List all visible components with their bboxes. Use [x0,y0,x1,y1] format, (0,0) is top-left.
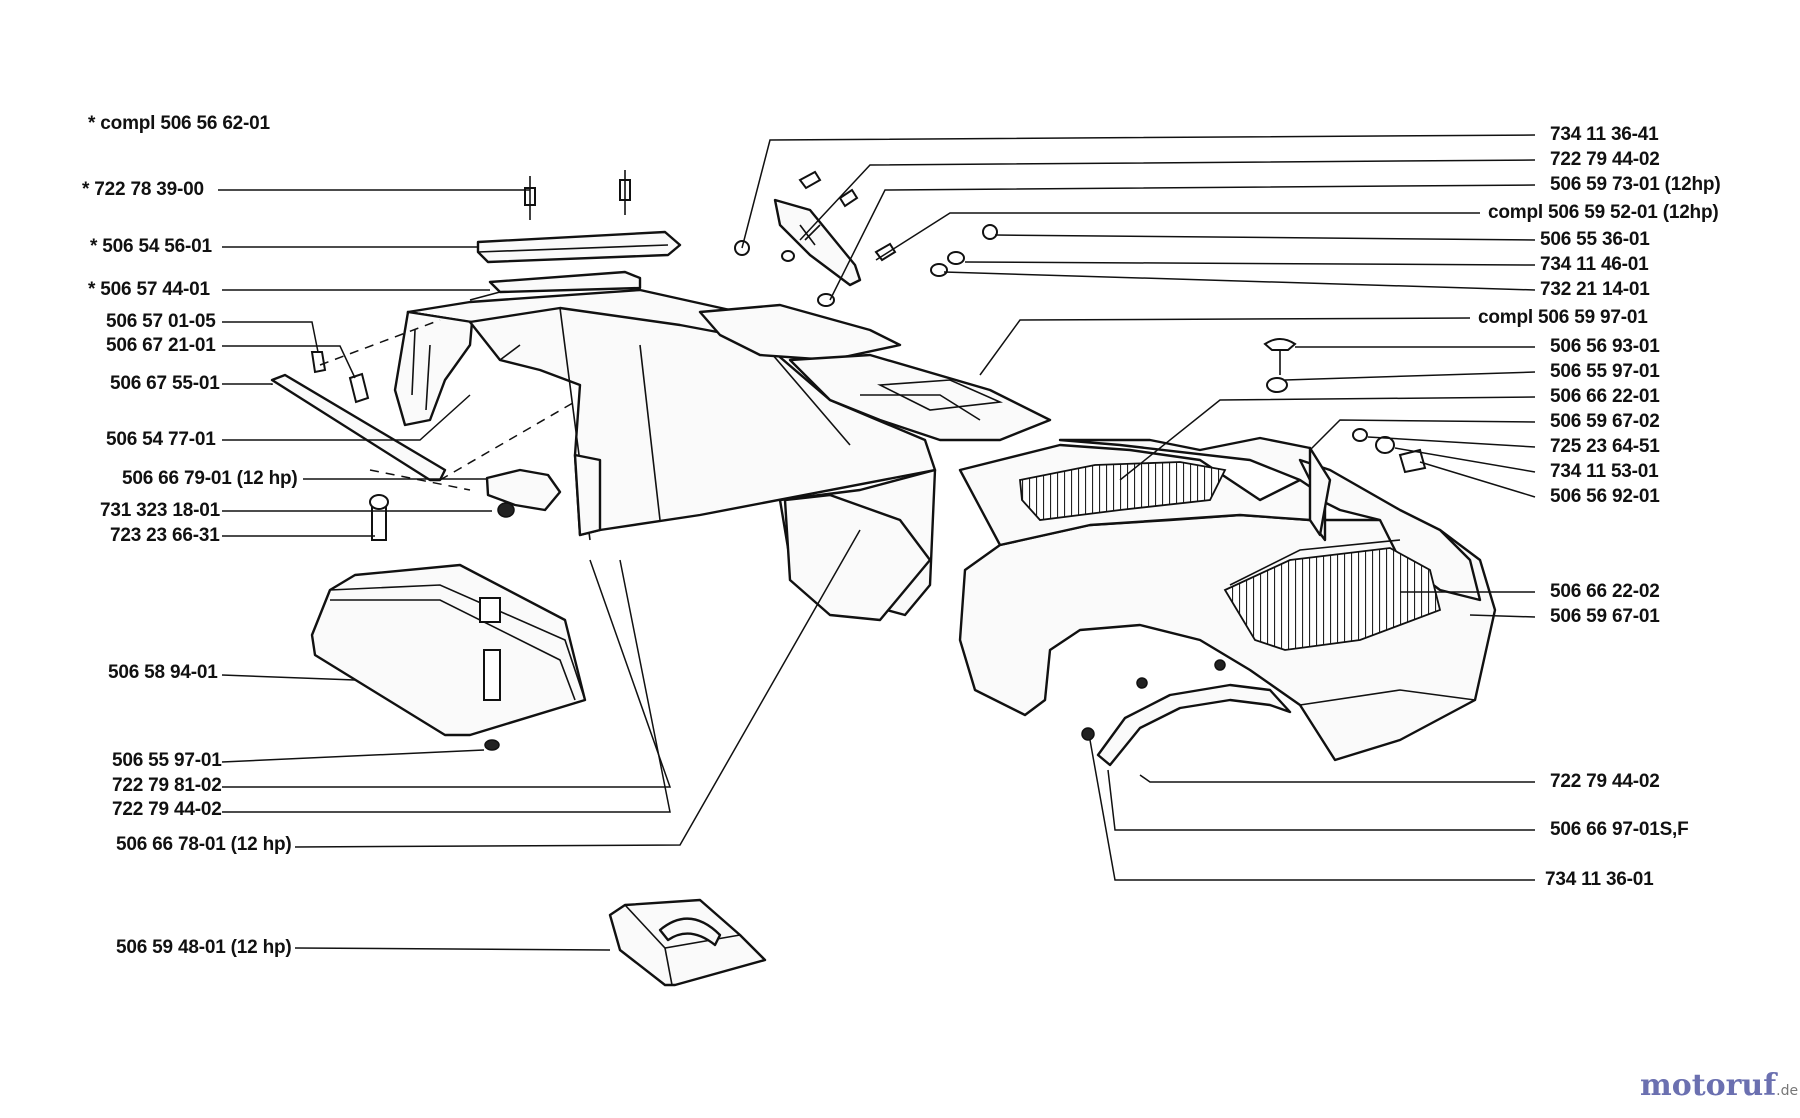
label-506-58-94-01: 506 58 94-01 [108,662,218,683]
label-506-59-67-02: 506 59 67-02 [1550,411,1660,432]
bracket-parts [270,351,562,518]
label-506-66-22-01: 506 66 22-01 [1550,386,1660,407]
tank-cover [310,494,587,751]
label-506-56-92-01: 506 56 92-01 [1550,486,1660,507]
label-734-11-53-01: 734 11 53-01 [1550,461,1659,482]
label-732-21-14-01: 732 21 14-01 [1540,279,1650,300]
label-722-78-39-00: * 722 78 39-00 [82,179,204,200]
mudguard-left [783,493,932,622]
label-506-66-79-01: 506 66 79-01 (12 hp) [122,468,298,489]
label-725-23-64-51: 725 23 64-51 [1550,436,1660,457]
label-506-55-36-01: 506 55 36-01 [1540,229,1650,250]
label-506-55-97-01-right: 506 55 97-01 [1550,361,1660,382]
label-506-57-44-01: * 506 57 44-01 [88,279,210,300]
label-734-11-46-01: 734 11 46-01 [1540,254,1649,275]
label-506-66-78-01: 506 66 78-01 (12 hp) [116,834,292,855]
label-506-66-22-02: 506 66 22-02 [1550,581,1660,602]
label-compl-506-56-62-01: * compl 506 56 62-01 [88,113,270,134]
small-cover [608,898,767,987]
label-506-54-77-01: 506 54 77-01 [106,429,216,450]
label-506-67-21-01: 506 67 21-01 [106,335,216,356]
label-723-23-66-31: 723 23 66-31 [110,525,220,546]
label-722-79-81-02: 722 79 81-02 [112,775,222,796]
label-734-11-36-41: 734 11 36-41 [1550,124,1659,145]
rear-fender-body [958,436,1497,762]
label-506-59-48-01: 506 59 48-01 (12 hp) [116,937,292,958]
arch-trim [1081,659,1292,767]
label-722-79-44-02-right-bottom: 722 79 44-02 [1550,771,1660,792]
label-506-59-67-01: 506 59 67-01 [1550,606,1660,627]
label-506-59-73-01: 506 59 73-01 (12hp) [1550,174,1721,195]
label-506-57-01-05: 506 57 01-05 [106,311,216,332]
label-734-11-36-01: 734 11 36-01 [1545,869,1654,890]
label-506-54-56-01: * 506 54 56-01 [90,236,212,257]
rear-hardware [1263,338,1427,474]
label-722-79-44-02-right-top: 722 79 44-02 [1550,149,1660,170]
label-compl-506-59-52-01: compl 506 59 52-01 (12hp) [1488,202,1719,223]
hood-body [393,288,1052,617]
label-722-79-44-02-left: 722 79 44-02 [112,799,222,820]
label-506-67-55-01: 506 67 55-01 [110,373,220,394]
screen-hardware [734,170,998,307]
watermark-logo: motoruf.de [1640,1068,1799,1103]
leader-lines [218,134,1536,951]
label-506-55-97-01-left: 506 55 97-01 [112,750,222,771]
lid-assembly [469,170,682,301]
label-506-66-97-01sf: 506 66 97-01S,F [1550,819,1689,840]
label-506-56-93-01: 506 56 93-01 [1550,336,1660,357]
label-731-323-18-01: 731 323 18-01 [100,500,220,521]
label-compl-506-59-97-01: compl 506 59 97-01 [1478,307,1648,328]
assembly-guides [319,319,579,491]
